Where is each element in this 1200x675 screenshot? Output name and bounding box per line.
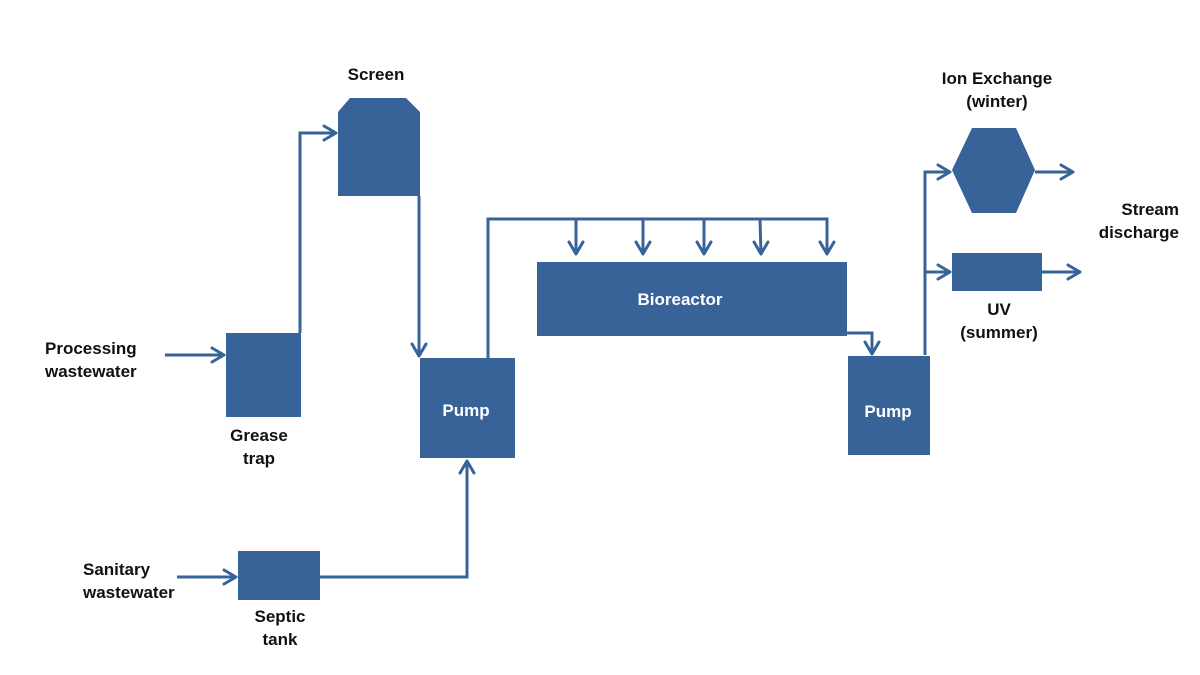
- flow-ion-exchange-to-discharge: [1035, 163, 1075, 181]
- screen-label: Screen: [348, 65, 405, 84]
- bioreactor-label: Bioreactor: [637, 290, 722, 309]
- pump-1-box[interactable]: [420, 358, 515, 458]
- feed-arrow-2: [634, 240, 652, 256]
- bioreactor-box[interactable]: [537, 262, 847, 336]
- feed-arrow-5: [818, 240, 836, 256]
- flow-septic-tank-to-pump: [320, 459, 476, 579]
- pump-2-box[interactable]: [848, 356, 930, 455]
- flow-processing-to-grease-trap: [165, 346, 226, 364]
- feed-arrow-1: [567, 240, 585, 256]
- flow-pump-to-bioreactor: [486, 217, 836, 358]
- uv-unit[interactable]: [952, 253, 1042, 291]
- ion-exchange-unit[interactable]: [952, 128, 1035, 213]
- flow-grease-trap-to-screen: [298, 124, 338, 333]
- flow-sanitary-to-septic-tank: [177, 568, 238, 586]
- grease-trap-box[interactable]: [226, 333, 301, 417]
- screen-unit[interactable]: [338, 98, 420, 196]
- flow-screen-to-pump: [410, 196, 428, 358]
- pump-2-label: Pump: [864, 402, 911, 421]
- flow-uv-to-discharge: [1042, 263, 1082, 281]
- pump-1-label: Pump: [442, 401, 489, 420]
- ion-exchange-label: Ion Exchange(winter): [942, 69, 1053, 111]
- flow-bioreactor-to-pump: [847, 331, 881, 356]
- flow-pump-to-polishing: [923, 163, 952, 355]
- feed-arrow-4: [752, 240, 770, 256]
- septic-tank-box[interactable]: [238, 551, 320, 600]
- uv-label: UV(summer): [960, 300, 1037, 342]
- feed-arrow-3: [695, 240, 713, 256]
